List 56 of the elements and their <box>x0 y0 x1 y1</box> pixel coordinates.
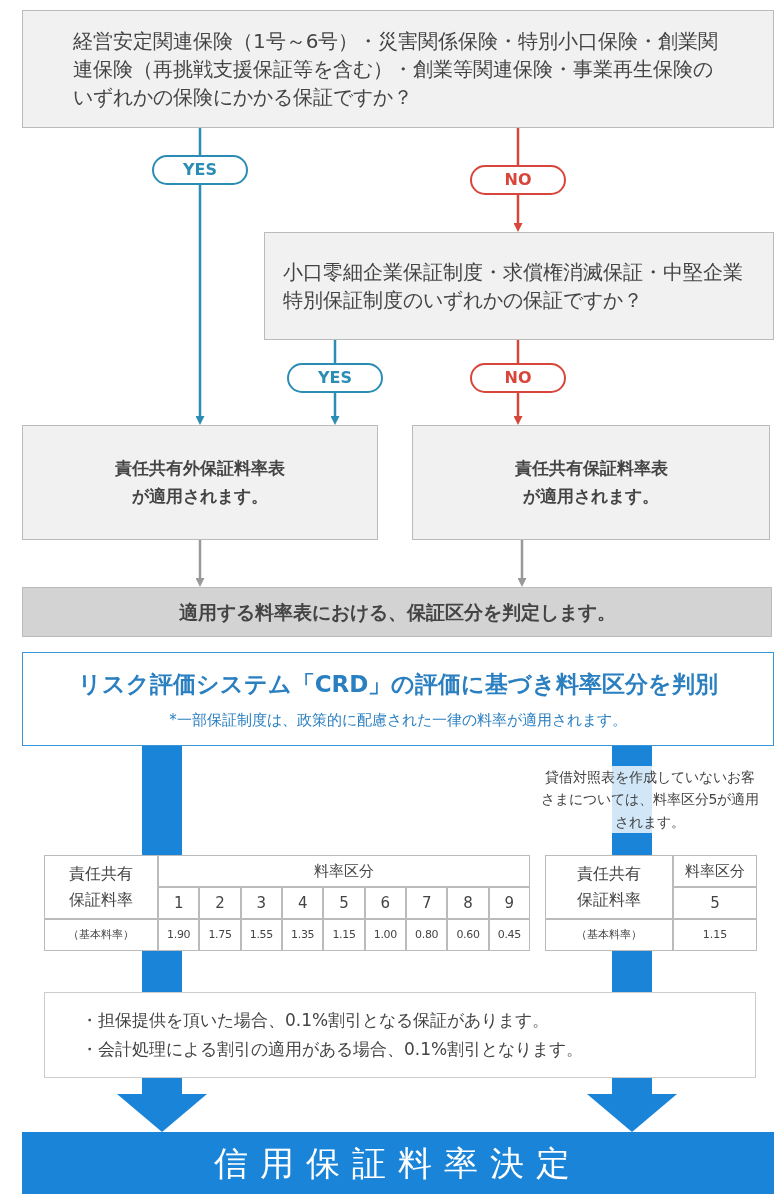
table-cell: 1.35 <box>282 919 324 951</box>
rate-table <box>545 855 757 951</box>
result-bar <box>22 1132 774 1194</box>
result-box <box>22 425 378 540</box>
row-header: （基本料率） <box>545 919 673 951</box>
table-cell: 1.75 <box>199 919 241 951</box>
question-text: 小口零細企業保証制度・求償権消滅保証・中堅企業特別保証制度のいずれかの保証ですか？ <box>283 259 744 314</box>
table-cell: 1.00 <box>364 919 406 951</box>
block-arrow <box>587 1078 677 1132</box>
note-line: ・会計処理による割引の適用がある場合、0.1%割引となります。 <box>81 1038 585 1061</box>
decision-box <box>22 10 774 128</box>
table-cell: 5 <box>323 887 365 919</box>
note-line: ・担保提供を頂いた場合、0.1%割引となる保証があります。 <box>81 1009 551 1033</box>
step-bar <box>22 587 772 637</box>
question-text: 責任共有外保証料率表が適用されます。 <box>114 457 286 508</box>
table-cell: 1.15 <box>673 919 757 951</box>
table-cell: 0.80 <box>406 919 448 951</box>
table-cell: 8 <box>447 887 489 919</box>
result-title: 信用保証料率決定 <box>214 1141 582 1185</box>
table-cell: 7 <box>406 887 448 919</box>
table-cell: 1.90 <box>158 919 200 951</box>
row-header: （基本料率） <box>44 919 158 951</box>
column-header: 料率区分 <box>158 855 530 887</box>
question-text: 責任共有保証料率表が適用されます。 <box>513 457 669 508</box>
info-box <box>22 652 774 746</box>
note-text: *一部保証制度は、政策的に配慮された一律の料率が適用されます。 <box>169 710 627 731</box>
edge-label: YES <box>152 155 248 185</box>
table-cell: 3 <box>240 887 282 919</box>
rate-table <box>44 855 530 951</box>
table-cell: 0.45 <box>488 919 530 951</box>
edge-label: NO <box>470 165 566 195</box>
row-header: 責任共有保証料率 <box>545 855 673 919</box>
arrow <box>517 540 527 587</box>
table-cell: 5 <box>673 887 757 919</box>
arrow <box>195 540 205 587</box>
heading: リスク評価システム「CRD」の評価に基づき料率区分を判別 <box>77 669 719 699</box>
result-box <box>412 425 770 540</box>
table-cell: 6 <box>364 887 406 919</box>
table-cell: 1 <box>158 887 200 919</box>
note-box <box>44 992 756 1078</box>
arrow <box>195 128 205 425</box>
row-header: 責任共有保証料率 <box>44 855 158 919</box>
table-cell: 0.60 <box>447 919 489 951</box>
decision-box <box>264 232 774 340</box>
question-text: 経営安定関連保険（1号～6号）・災害関係保険・特別小口保険・創業関連保険（再挑戦支援保証等を含む）・創業等関連保険・事業再生保険のいずれかの保険にかかる保証ですか？ <box>73 28 720 111</box>
table-cell: 1.15 <box>323 919 365 951</box>
note-text: 貸借対照表を作成していないお客さまについては、料率区分5が適用されます。 <box>540 766 760 834</box>
column-header: 料率区分 <box>673 855 757 887</box>
table-cell: 9 <box>488 887 530 919</box>
edge-label: YES <box>287 363 383 393</box>
table-cell: 1.55 <box>240 919 282 951</box>
step-text: 適用する料率表における、保証区分を判定します。 <box>178 599 616 625</box>
table-cell: 4 <box>282 887 324 919</box>
edge-label: NO <box>470 363 566 393</box>
table-cell: 2 <box>199 887 241 919</box>
block-arrow <box>117 1078 207 1132</box>
